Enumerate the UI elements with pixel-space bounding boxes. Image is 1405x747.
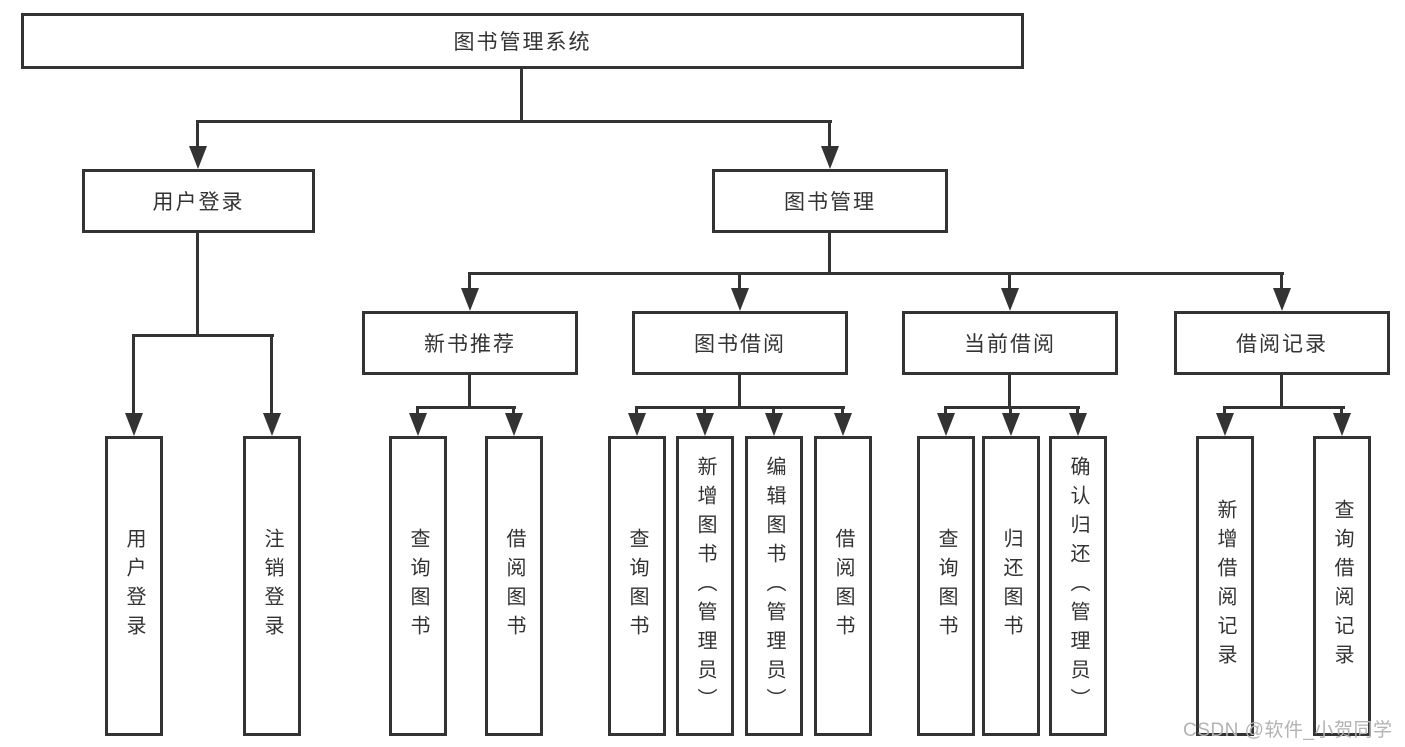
connector-rec-stem [468,375,471,409]
node-leaf-borrow-books-borrowing: 借阅图书 [814,436,872,736]
arrow-down-icon [1069,413,1087,436]
connector-book-mgmt-drop [828,120,831,150]
node-leaf-query-books-recommend: 查询图书 [389,436,447,736]
connector-br-drop [1223,406,1226,416]
connector-rec-hline [416,406,516,409]
connector-user-login-hline [132,334,274,337]
arrow-down-icon [1273,288,1291,311]
node-leaf-user-login: 用户登录 [105,436,163,736]
connector-bb-drop [841,406,844,416]
node-leaf-return-books: 归还图书 [982,436,1040,736]
node-label: 图书管理系统 [453,31,592,54]
node-leaf-query-borrow-record: 查询借阅记录 [1313,436,1371,736]
connector-cb-hline [944,406,1080,409]
arrow-down-icon [189,146,207,169]
node-label: 借阅记录 [1236,333,1328,356]
connector-br-stem [1280,375,1283,409]
node-label: 图书管理 [784,191,876,214]
connector-book-mgmt-hline [468,272,1284,275]
node-label: 借阅图书 [503,528,525,644]
connector-root-stem [520,69,523,123]
arrow-down-icon [1333,413,1351,436]
node-borrowing-records: 借阅记录 [1174,311,1390,375]
node-label: 新增图书（管理员） [694,455,716,717]
connector-user-login-drop [196,120,199,150]
arrow-down-icon [628,413,646,436]
node-label: 借阅图书 [832,528,854,644]
arrow-down-icon [263,413,281,436]
arrow-down-icon [125,413,143,436]
arrow-down-icon [409,413,427,436]
connector-new-book-rec-drop [468,272,471,292]
node-leaf-edit-books-admin: 编辑图书（管理员） [745,436,803,736]
connector-book-borrow-drop [738,272,741,292]
node-label: 新书推荐 [424,333,516,356]
node-label: 查询图书 [626,528,648,644]
connector-cb-drop [944,406,947,416]
connector-cb-stem [1008,375,1011,409]
connector-bb-stem [738,375,741,409]
connector-root-hline [196,120,832,123]
watermark-text: CSDN @软件_小贺同学 [1183,720,1393,741]
arrow-down-icon [821,146,839,169]
node-new-book-recommend: 新书推荐 [362,311,578,375]
connector-bb-drop [772,406,775,416]
node-label: 图书借阅 [694,333,786,356]
node-library-system: 图书管理系统 [21,13,1024,69]
connector-bb-drop [635,406,638,416]
node-leaf-query-books-borrowing: 查询图书 [608,436,666,736]
connector-rec-drop [512,406,515,416]
arrow-down-icon [1001,288,1019,311]
arrow-down-icon [696,413,714,436]
node-leaf-query-books-current: 查询图书 [917,436,975,736]
arrow-down-icon [765,413,783,436]
node-current-borrowing: 当前借阅 [902,311,1118,375]
connector-bb-drop [703,406,706,416]
connector-br-hline [1223,406,1345,409]
connector-user-login-stem [196,233,199,337]
arrow-down-icon [1216,413,1234,436]
node-leaf-borrow-books-recommend: 借阅图书 [485,436,543,736]
connector-cb-drop [1076,406,1079,416]
node-leaf-confirm-return-admin: 确认归还（管理员） [1049,436,1107,736]
node-label: 注销登录 [261,528,283,644]
connector-login-leaf-drop [132,334,135,416]
connector-current-borrow-drop [1008,272,1011,292]
node-leaf-logout: 注销登录 [243,436,301,736]
node-label: 编辑图书（管理员） [763,455,785,717]
node-label: 归还图书 [1000,528,1022,644]
node-leaf-add-borrow-record: 新增借阅记录 [1196,436,1254,736]
arrow-down-icon [731,288,749,311]
node-label: 新增借阅记录 [1214,499,1236,673]
node-user-login: 用户登录 [82,169,315,233]
node-label: 用户登录 [123,528,145,644]
connector-rec-drop [416,406,419,416]
arrow-down-icon [505,413,523,436]
node-book-management: 图书管理 [712,169,948,233]
node-label: 查询借阅记录 [1331,499,1353,673]
node-label: 查询图书 [935,528,957,644]
connector-book-mgmt-stem [828,233,831,275]
arrow-down-icon [461,288,479,311]
connector-bb-hline [635,406,845,409]
connector-br-drop [1340,406,1343,416]
node-label: 确认归还（管理员） [1067,455,1089,717]
connector-cb-drop [1009,406,1012,416]
node-book-borrowing: 图书借阅 [632,311,848,375]
node-label: 查询图书 [407,528,429,644]
node-label: 用户登录 [152,191,245,214]
node-leaf-add-books-admin: 新增图书（管理员） [676,436,734,736]
node-label: 当前借阅 [964,333,1056,356]
arrow-down-icon [937,413,955,436]
connector-borrow-records-drop [1280,272,1283,292]
arrow-down-icon [834,413,852,436]
connector-logout-leaf-drop [270,334,273,416]
arrow-down-icon [1002,413,1020,436]
